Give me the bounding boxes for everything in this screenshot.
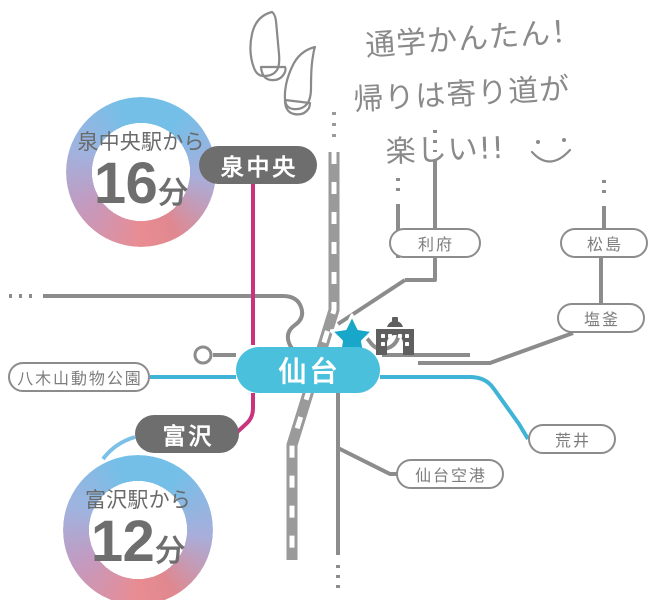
footprints-icon [232, 4, 342, 122]
station-label-izumichuo[interactable]: 泉中央 [199, 146, 317, 184]
subway-branch-tomizawa [101, 435, 136, 461]
badge-caption: 富沢駅から [84, 488, 192, 512]
badge-unit: 分 [158, 176, 189, 210]
rail-line-rifu-elbow [405, 188, 437, 282]
station-label-rifu[interactable]: 利府 [389, 228, 481, 258]
badge-unit: 分 [155, 534, 186, 568]
access-time-badge-tomizawa: 富沢駅から 12分 [63, 455, 213, 600]
station-label-sendai[interactable]: 仙台 [236, 347, 380, 393]
station-label-sendai-airport[interactable]: 仙台空港 [396, 459, 504, 489]
rail-line-hook-left [282, 294, 308, 356]
subway-tozai-east [380, 375, 530, 441]
access-time-badge-izumichuo: 泉中央駅から 16分 [66, 97, 216, 247]
rail-line-shiogama-sendai [418, 331, 574, 365]
station-marker-circle [193, 345, 213, 365]
station-label-tomizawa[interactable]: 富沢 [135, 415, 239, 453]
station-label-matsushima[interactable]: 松島 [560, 228, 648, 258]
station-label-yagiyama[interactable]: 八木山動物公園 [8, 362, 150, 392]
school-building-icon [374, 316, 416, 356]
subway-namboku-south [231, 393, 255, 438]
gradient-ring [66, 97, 216, 247]
badge-content: 泉中央駅から 16分 [77, 132, 204, 213]
station-label-shiogama[interactable]: 塩釜 [557, 303, 645, 333]
badge-minutes: 16 [93, 150, 158, 216]
station-label-arai[interactable]: 荒井 [528, 424, 616, 454]
badge-minutes: 12 [90, 508, 155, 574]
badge-content: 富沢駅から 12分 [85, 490, 191, 571]
badge-caption: 泉中央駅から [77, 130, 205, 154]
rail-line-to-sendai-ne [336, 278, 407, 326]
gradient-ring [63, 455, 213, 600]
